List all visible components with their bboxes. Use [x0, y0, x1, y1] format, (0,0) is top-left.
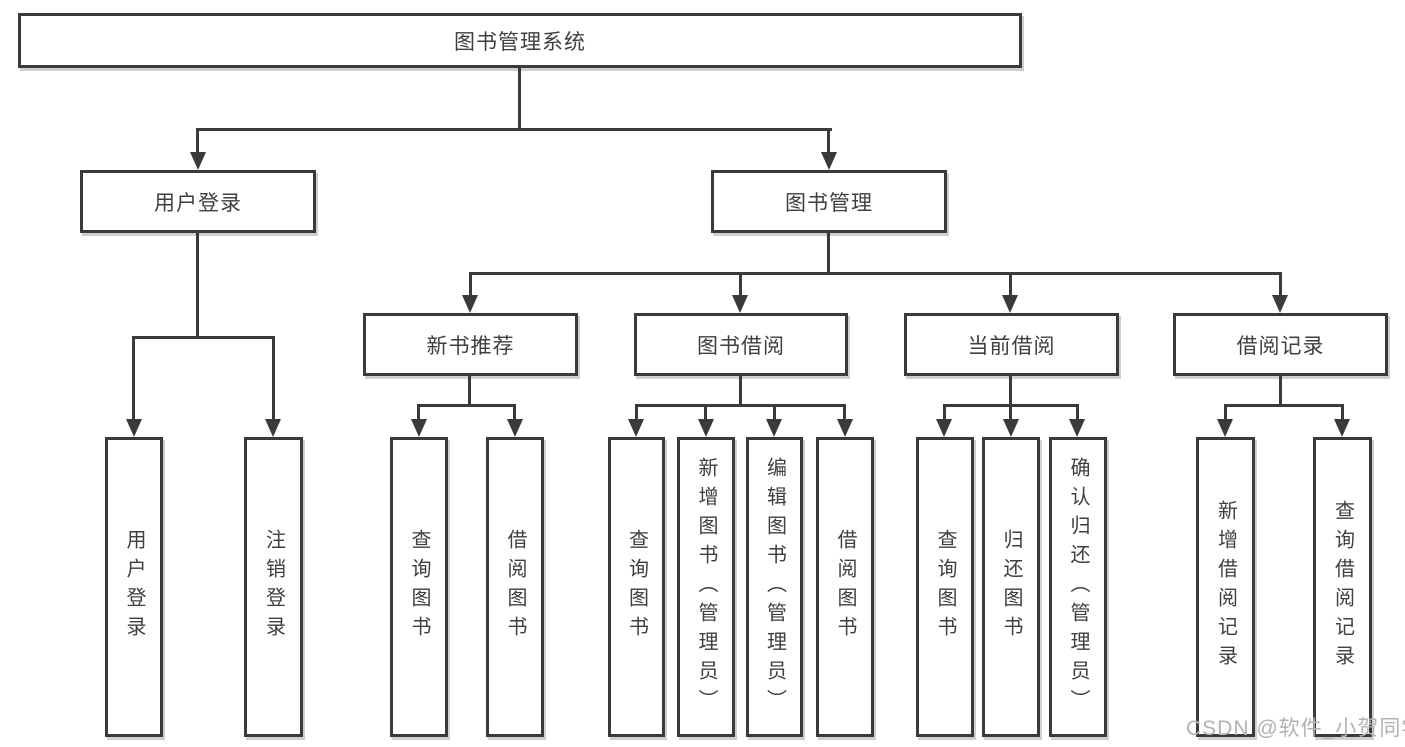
leaf-user-login-label: 用户登录: [123, 529, 145, 645]
leaf-query-books-borrow: 查询图书: [608, 437, 665, 737]
connector-line: [132, 336, 135, 419]
connector-line: [827, 233, 830, 272]
node-book-borrow-label: 图书借阅: [697, 334, 785, 358]
connector-arrow-down-icon: [698, 419, 714, 437]
node-user-login: 用户登录: [80, 170, 316, 233]
node-new-book-recommend-label: 新书推荐: [426, 334, 515, 358]
connector-arrow-down-icon: [462, 295, 478, 313]
node-current-borrow-label: 当前借阅: [967, 334, 1056, 358]
connector-arrow-down-icon: [507, 419, 523, 437]
connector-line: [1009, 272, 1012, 295]
connector-arrow-down-icon: [766, 419, 782, 437]
connector-line: [518, 68, 521, 128]
connector-line: [196, 128, 199, 152]
connector-arrow-down-icon: [126, 419, 142, 437]
connector-line: [1076, 404, 1079, 419]
connector-arrow-down-icon: [1217, 419, 1233, 437]
connector-arrow-down-icon: [1334, 419, 1350, 437]
connector-line: [739, 272, 742, 295]
node-current-borrow: 当前借阅: [904, 313, 1119, 376]
leaf-query-books-recommend-label: 查询图书: [408, 529, 430, 645]
leaf-return-book-label: 归还图书: [1000, 529, 1022, 645]
leaf-query-borrow-record-label: 查询借阅记录: [1331, 500, 1354, 674]
connector-line: [773, 404, 776, 419]
node-user-login-label: 用户登录: [154, 191, 242, 215]
connector-line: [468, 376, 471, 404]
connector-line: [196, 128, 832, 131]
connector-line: [417, 404, 516, 407]
leaf-confirm-return-admin-label: 确认归还（管理员）: [1067, 456, 1089, 718]
connector-line: [704, 404, 707, 419]
connector-arrow-down-icon: [1069, 419, 1085, 437]
connector-arrow-down-icon: [1002, 295, 1018, 313]
connector-line: [1224, 404, 1227, 419]
node-book-borrow: 图书借阅: [634, 313, 848, 376]
connector-line: [272, 336, 275, 419]
connector-arrow-down-icon: [628, 419, 644, 437]
connector-line: [469, 272, 1282, 275]
leaf-add-borrow-record-label: 新增借阅记录: [1214, 500, 1237, 674]
node-borrow-records-label: 借阅记录: [1236, 334, 1325, 358]
leaf-borrow-books-recommend-label: 借阅图书: [504, 529, 526, 645]
leaf-add-book-admin-label: 新增图书（管理员）: [695, 456, 717, 718]
connector-arrow-down-icon: [732, 295, 748, 313]
leaf-query-books-borrow-label: 查询图书: [625, 529, 648, 645]
connector-arrow-down-icon: [1003, 419, 1019, 437]
connector-line: [635, 404, 638, 419]
node-new-book-recommend: 新书推荐: [363, 313, 578, 376]
connector-arrow-down-icon: [936, 419, 952, 437]
connector-arrow-down-icon: [411, 419, 427, 437]
connector-line: [196, 233, 199, 336]
connector-line: [739, 376, 742, 404]
connector-line: [1224, 404, 1344, 407]
leaf-query-books-current-label: 查询图书: [934, 529, 956, 645]
leaf-borrow-books-label: 借阅图书: [834, 529, 856, 645]
leaf-borrow-books-recommend: 借阅图书: [486, 437, 544, 737]
leaf-logout: 注销登录: [244, 437, 303, 737]
connector-line: [513, 404, 516, 419]
leaf-borrow-books: 借阅图书: [816, 437, 874, 737]
connector-arrow-down-icon: [837, 419, 853, 437]
connector-arrow-down-icon: [821, 152, 837, 170]
watermark: CSDN @软件_小贺同学: [1186, 717, 1405, 740]
connector-line: [469, 272, 472, 295]
connector-arrow-down-icon: [190, 152, 206, 170]
node-book-management-label: 图书管理: [785, 191, 873, 215]
leaf-query-books-recommend: 查询图书: [390, 437, 448, 737]
leaf-confirm-return-admin: 确认归还（管理员）: [1049, 437, 1107, 737]
node-root-system: 图书管理系统: [18, 13, 1022, 68]
leaf-user-login: 用户登录: [105, 437, 163, 737]
leaf-add-borrow-record: 新增借阅记录: [1196, 437, 1255, 737]
connector-arrow-down-icon: [265, 419, 281, 437]
connector-arrow-down-icon: [1272, 295, 1288, 313]
leaf-query-borrow-record: 查询借阅记录: [1313, 437, 1372, 737]
connector-line: [1009, 404, 1012, 419]
connector-line: [132, 336, 275, 339]
leaf-edit-book-admin: 编辑图书（管理员）: [746, 437, 803, 737]
leaf-edit-book-admin-label: 编辑图书（管理员）: [763, 456, 786, 718]
connector-line: [1279, 376, 1282, 404]
node-root-label: 图书管理系统: [454, 30, 586, 54]
leaf-return-book: 归还图书: [982, 437, 1040, 737]
leaf-query-books-current: 查询图书: [916, 437, 974, 737]
connector-line: [943, 404, 946, 419]
connector-line: [1341, 404, 1344, 419]
connector-line: [417, 404, 420, 419]
connector-line: [827, 128, 830, 152]
node-book-management: 图书管理: [711, 170, 947, 233]
node-borrow-records: 借阅记录: [1173, 313, 1388, 376]
connector-line: [843, 404, 846, 419]
leaf-add-book-admin: 新增图书（管理员）: [677, 437, 735, 737]
connector-line: [635, 404, 846, 407]
connector-line: [1009, 376, 1012, 404]
connector-line: [1279, 272, 1282, 295]
leaf-logout-label: 注销登录: [262, 529, 285, 645]
